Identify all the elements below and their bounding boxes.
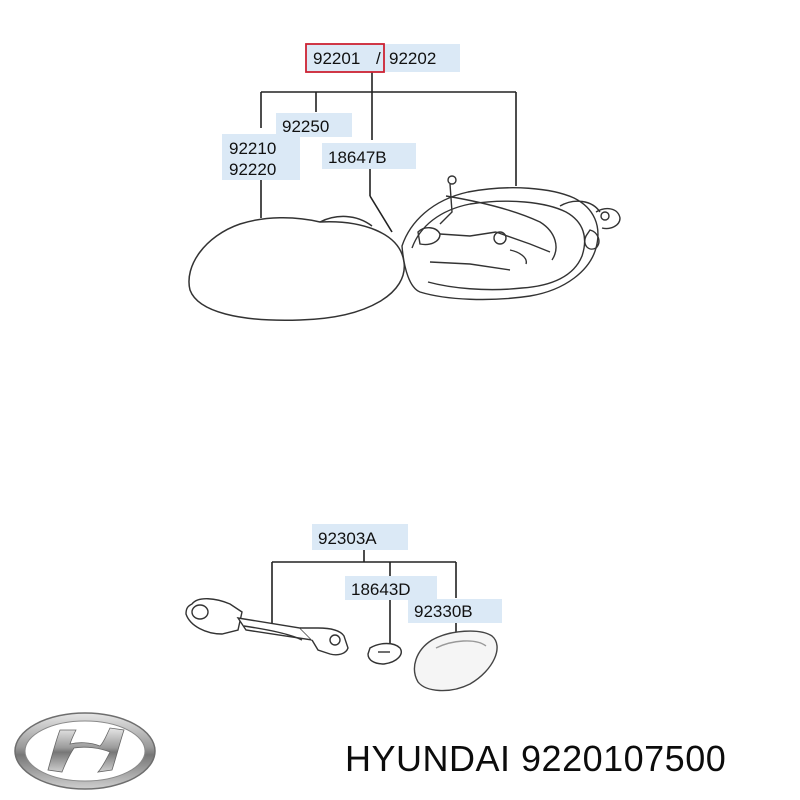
highlight-box [305,43,385,73]
part-separator: / [376,49,381,68]
wedge-bulb-drawing [367,642,402,665]
label-92201-92202: 92201 / 92202 [305,43,460,73]
part-number-92220: 92220 [229,160,276,179]
socket-wire-drawing [185,598,349,656]
part-number-92250: 92250 [282,117,329,136]
label-18647B: 18647B [322,143,416,169]
label-92330B: 92330B [408,599,502,623]
part-number-18647B: 18647B [328,148,387,167]
part-number-92201: 92201 [313,49,360,68]
part-number-18643D: 18643D [351,580,411,599]
label-92210-92220: 92210 92220 [222,134,300,180]
part-number-92202: 92202 [389,49,436,68]
hyundai-logo-icon [14,712,156,790]
headlamp-lens-drawing [188,215,405,321]
label-18643D: 18643D [345,576,437,600]
part-number-92303A: 92303A [318,529,377,548]
headlamp-housing-drawing [401,175,621,301]
headlamp-leader-lines [260,72,517,233]
side-marker-lens-drawing [413,630,498,692]
part-number-92330B: 92330B [414,602,473,621]
label-92303A: 92303A [312,524,408,550]
brand-caption: HYUNDAI 9220107500 [345,738,727,779]
part-number-92210: 92210 [229,139,276,158]
label-92250: 92250 [276,113,352,137]
